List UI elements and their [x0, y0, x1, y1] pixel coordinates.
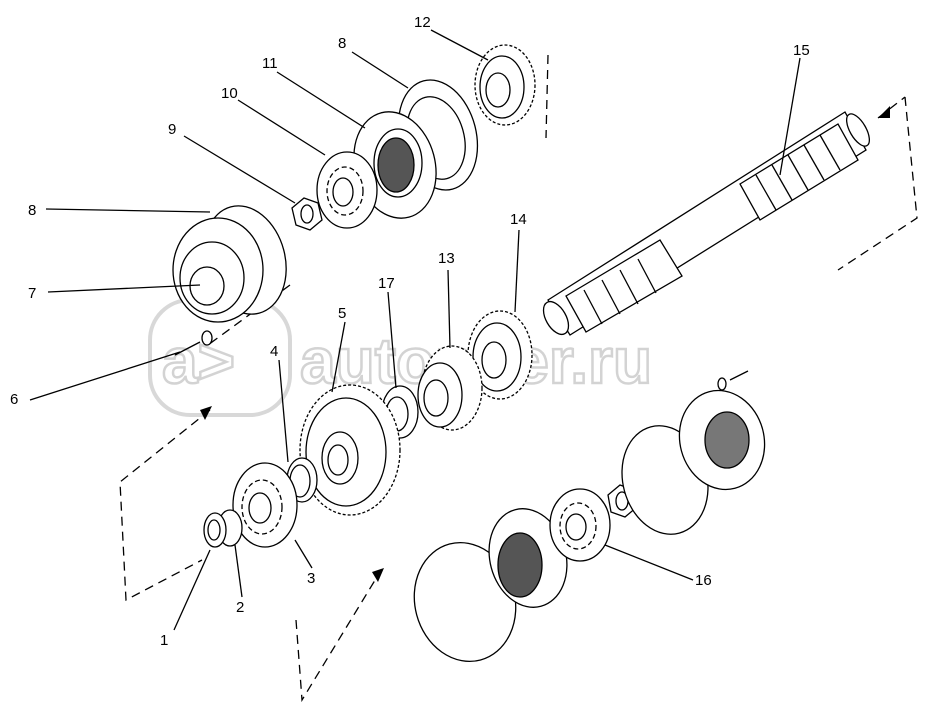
part-16-bearing	[549, 488, 611, 562]
part-3-bearing	[232, 462, 298, 548]
leader-11	[276, 71, 366, 129]
leader-8a	[45, 208, 211, 213]
callout-3: 3	[307, 570, 315, 587]
leader-17	[387, 291, 397, 389]
axis-line-right	[837, 96, 918, 271]
bolt-right-washer	[717, 377, 727, 391]
axis-arrow-right	[878, 106, 890, 118]
leader-10	[237, 99, 326, 156]
shaft-right-end	[845, 113, 871, 147]
axis-line-left	[119, 409, 211, 602]
bolt-right-shank	[729, 370, 749, 381]
leader-2	[234, 544, 243, 598]
part-7-cap	[172, 217, 264, 323]
part-6-bolt	[174, 330, 213, 356]
callout-14: 14	[510, 211, 527, 228]
shaft-threaded-end	[542, 300, 570, 336]
part-9-nut	[291, 197, 323, 231]
circlip-1-inner	[207, 519, 221, 541]
callout-16: 16	[695, 572, 712, 589]
callout-9: 9	[168, 121, 176, 138]
part-bolt-right	[717, 370, 749, 391]
part-bottom-cover	[488, 508, 568, 608]
axis-line-top	[545, 54, 549, 139]
callout-8-left: 8	[28, 202, 36, 219]
leader-14	[514, 229, 520, 313]
callout-15: 15	[793, 42, 810, 59]
bearing-16-inner	[565, 513, 587, 541]
axis-line-bottom	[295, 571, 381, 703]
leader-8b	[351, 51, 409, 89]
leader-13	[447, 269, 451, 349]
callout-8-top: 8	[338, 35, 346, 52]
callout-5: 5	[338, 305, 346, 322]
leader-lines	[29, 29, 801, 631]
axis-arrow-bottom	[372, 568, 384, 582]
watermark-logo-mark: a>	[162, 325, 235, 397]
gear-12-bore	[485, 72, 511, 108]
leader-9	[183, 135, 296, 204]
leader-6	[29, 351, 181, 401]
leader-4	[278, 359, 289, 463]
callout-10: 10	[221, 85, 238, 102]
part-cap-right	[678, 389, 766, 491]
shaft-upper-splines	[739, 123, 859, 221]
part-12-gear	[474, 44, 536, 126]
callout-17: 17	[378, 275, 395, 292]
cover-bottom-bore	[497, 532, 543, 598]
cover-11-bore	[377, 137, 415, 193]
part-13-gear	[417, 345, 483, 431]
callout-12: 12	[414, 14, 431, 31]
nut-9-hole	[300, 204, 314, 224]
part-10-bearing	[316, 151, 378, 229]
leader-16	[604, 544, 694, 581]
gear-14-bore	[481, 341, 507, 379]
cap-7-center	[189, 266, 225, 306]
bearing-3-inner	[248, 492, 272, 524]
bolt-6-washer	[201, 330, 213, 346]
part-14-gear	[467, 310, 533, 400]
assembly-axis-lines	[119, 54, 918, 703]
leader-15	[779, 57, 801, 176]
part-5-gear	[299, 384, 401, 516]
callout-7: 7	[28, 285, 36, 302]
shaft-lower-splines	[565, 239, 683, 333]
callout-11: 11	[262, 55, 278, 72]
callout-labels: 1 2 3 4 5 6 7 8 8 9 10 11 12 13 14 15 16…	[10, 14, 810, 649]
cap-right-bore	[704, 411, 750, 469]
leader-5	[331, 321, 346, 393]
leader-7	[47, 284, 201, 293]
gear-5-bore	[327, 444, 349, 476]
callout-6: 6	[10, 391, 18, 408]
callout-13: 13	[438, 250, 455, 267]
bearing-10-inner	[332, 177, 354, 207]
axis-arrow-left	[200, 406, 212, 420]
callout-1: 1	[160, 632, 168, 649]
leader-12	[430, 29, 489, 61]
callout-2: 2	[236, 599, 244, 616]
leader-3	[294, 539, 313, 569]
callout-4: 4	[270, 343, 278, 360]
gear-13-bore	[423, 379, 449, 417]
part-1-circlip	[203, 512, 227, 548]
part-15-shaft	[542, 111, 871, 336]
leader-1	[173, 549, 211, 631]
